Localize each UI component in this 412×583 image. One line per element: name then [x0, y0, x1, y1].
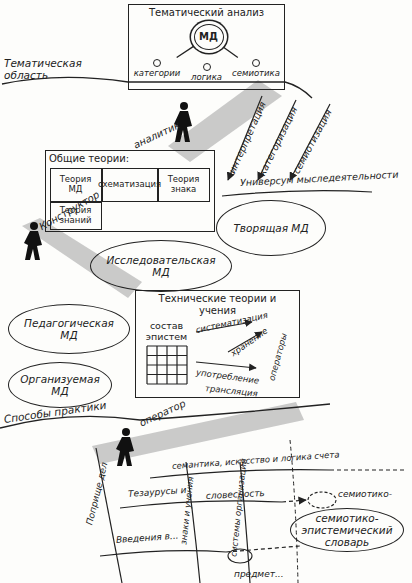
- node-text: Общие теории:: [46, 151, 214, 167]
- text-label: трансляция: [205, 384, 258, 399]
- text-label: системы организаций: [229, 458, 249, 557]
- node-text: состав эпистем: [142, 320, 192, 342]
- grid-line: [147, 364, 187, 365]
- row-line: [120, 501, 282, 508]
- node-text: схематизация: [98, 180, 161, 189]
- connector-line: [177, 46, 194, 57]
- graph-node: категории: [130, 58, 185, 84]
- analysis-box: Тематический анализМД категориилогикасеми…: [128, 4, 285, 90]
- node-text: Технические теории и учения: [136, 291, 299, 318]
- text-label: семантика, искусство и логика счета: [172, 450, 340, 471]
- row-line: [100, 551, 226, 556]
- text-label: семиотизация: [291, 108, 334, 176]
- theory-cell: Теория знака: [158, 168, 210, 202]
- node-text: Тематический анализ: [129, 5, 284, 21]
- theory-cell: схематизация: [102, 168, 158, 202]
- grid-line: [176, 346, 177, 384]
- text-label: Конструктор: [37, 189, 101, 232]
- text-label: Введения в...: [116, 532, 179, 546]
- text-label: предмет...: [234, 570, 284, 580]
- node-text: категории: [130, 68, 185, 78]
- node-text: Педагогическая МД: [21, 317, 117, 341]
- text-label: хранение: [229, 326, 269, 358]
- graph-node: логика: [185, 62, 229, 88]
- node-text: Организуемая МД: [20, 373, 100, 397]
- text-label: Тезаурусы и: [128, 486, 187, 500]
- row-dashed: [330, 469, 405, 470]
- activity-ellipse: Педагогическая МД: [8, 304, 130, 354]
- theories-box: Общие теории:Теория МДсхематизацияТеория…: [45, 150, 215, 232]
- small-ellipse: [308, 492, 336, 508]
- universe-line: [222, 191, 372, 196]
- grid-line: [147, 373, 187, 374]
- graph-node: семиотика: [229, 58, 284, 84]
- node-text: семиотика: [229, 68, 284, 78]
- md-circle: МД: [194, 24, 224, 50]
- technical-box: Технические теории и учениясостав эписте…: [135, 290, 300, 398]
- node-text: МД: [199, 31, 218, 42]
- text-label: операторы: [267, 332, 289, 382]
- text-label: Способы практики: [3, 400, 107, 426]
- flow-arrow: [196, 362, 256, 368]
- grid-symbol: [145, 345, 189, 385]
- node-text: семиотико-эпистемический словарь: [302, 512, 393, 548]
- activity-ellipse: Исследовательская МД: [90, 240, 232, 292]
- episteme-grid: состав эпистем: [142, 320, 192, 392]
- connector-line: [224, 47, 238, 57]
- node-text: Творящая МД: [233, 222, 308, 234]
- dictionary-ellipse: семиотико-эпистемический словарь: [290, 508, 404, 552]
- text-label: семиотико-: [338, 490, 392, 500]
- text-label: Поприще дел: [85, 462, 110, 527]
- row-dashed: [282, 500, 306, 502]
- node-text: Исследовательская МД: [103, 254, 219, 278]
- activity-ellipse: Творящая МД: [216, 200, 326, 256]
- node-text: логика: [185, 72, 229, 82]
- grid-line: [186, 346, 187, 384]
- area-line: [2, 77, 312, 98]
- text-label: Тематическая область: [4, 58, 94, 81]
- text-label: оператор: [138, 398, 188, 429]
- node-text: Теория знака: [160, 175, 208, 194]
- grid-line: [147, 383, 187, 384]
- operator-figure: [116, 428, 134, 466]
